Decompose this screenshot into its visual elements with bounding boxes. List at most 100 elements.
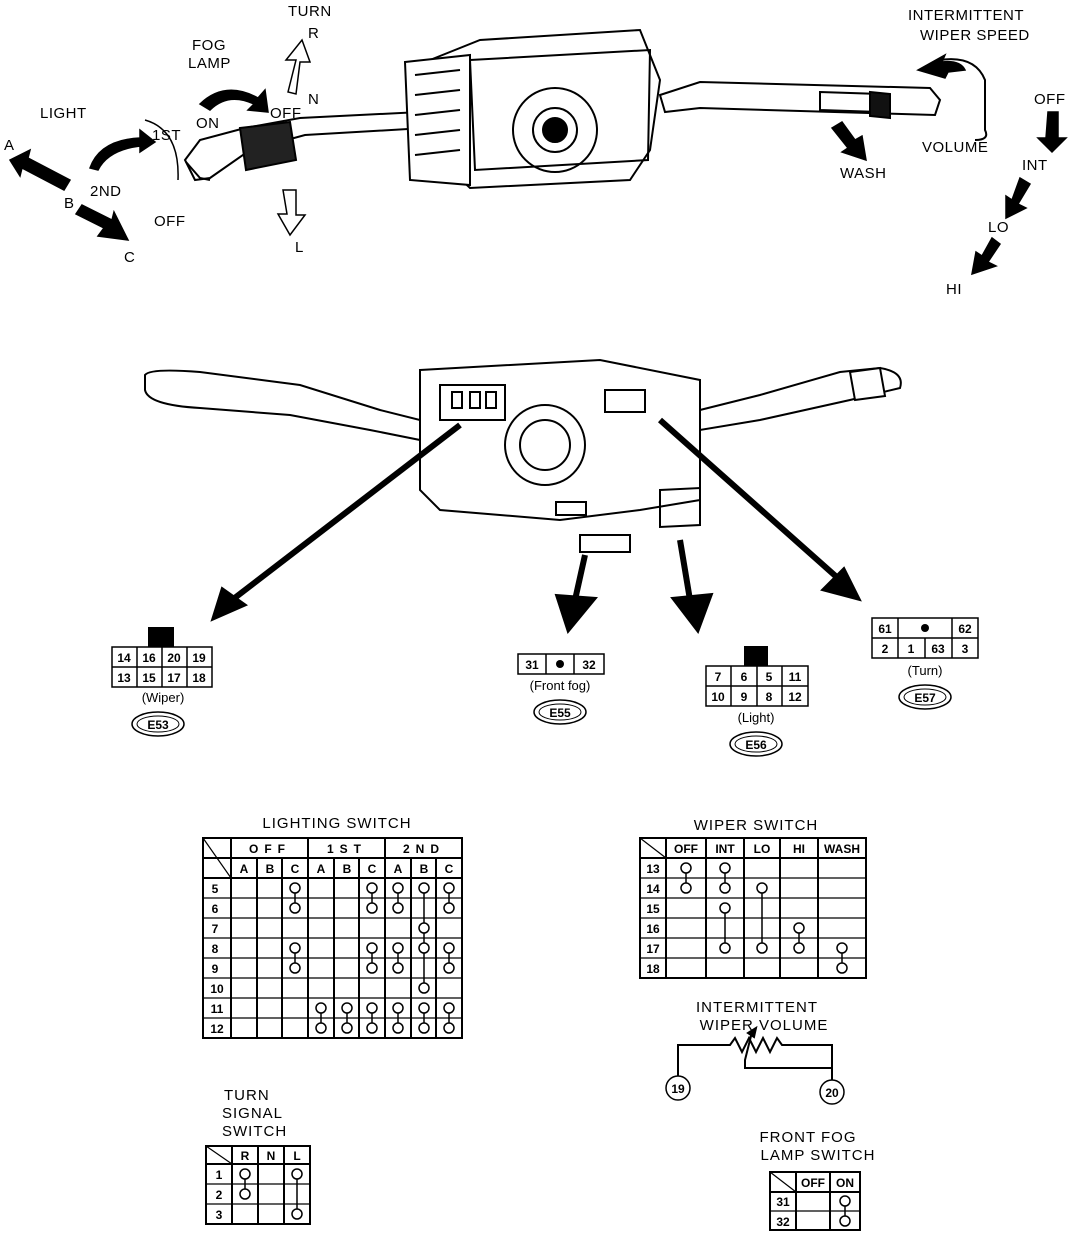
lighting-switch-title: LIGHTING SWITCH	[262, 815, 411, 832]
e56-pin: 7	[715, 670, 722, 684]
front-fog-lamp-switch-table: FRONT FOG LAMP SWITCH OFF ON 31 32	[759, 1129, 876, 1231]
terminal-19: 19	[671, 1082, 685, 1096]
label-volume: VOLUME	[922, 139, 988, 156]
turn-position: N	[267, 1149, 276, 1163]
wiper-continuity	[680, 862, 848, 974]
label-fog-off: OFF	[270, 105, 302, 122]
fog-position: ON	[836, 1176, 854, 1190]
label-fog: FOG	[192, 37, 226, 54]
lighting-switch-table: LIGHTING SWITCH OFF 1ST 2ND A	[202, 815, 463, 1039]
e53-pin: 15	[142, 671, 156, 685]
e57-pin: 2	[882, 642, 889, 656]
int-volume-title-1: INTERMITTENT	[696, 999, 818, 1016]
e53-pin: 18	[192, 671, 206, 685]
e53-pin: 16	[142, 651, 156, 665]
wiper-position: WASH	[824, 842, 860, 856]
lighting-position: A	[317, 862, 326, 876]
e56-pin: 9	[741, 690, 748, 704]
label-wiper-off: OFF	[1034, 91, 1066, 108]
lighting-terminal: 7	[212, 922, 219, 936]
lighting-position: B	[420, 862, 429, 876]
label-2nd: 2ND	[90, 183, 122, 200]
e55-pin: 32	[582, 658, 596, 672]
e53-pin: 20	[167, 651, 181, 665]
lighting-terminal: 9	[212, 962, 219, 976]
e56-pin: 11	[789, 670, 802, 684]
wiper-switch-title: WIPER SWITCH	[694, 817, 819, 834]
e57-pin: 3	[962, 642, 969, 656]
lighting-position: C	[368, 862, 377, 876]
intermittent-wiper-volume: INTERMITTENT WIPER VOLUME 19 20	[665, 999, 845, 1105]
wiper-terminal: 15	[646, 902, 660, 916]
wiper-terminal: 14	[646, 882, 660, 896]
turn-signal-title-2: SIGNAL	[222, 1105, 283, 1122]
connector-e55: 31 32 (Front fog) E55	[517, 653, 605, 725]
e56-code: E56	[745, 738, 767, 752]
turn-position: R	[241, 1149, 250, 1163]
e56-pin: 10	[711, 690, 725, 704]
wiper-position: INT	[715, 842, 735, 856]
e53-pin: 19	[192, 651, 206, 665]
movement-arrows	[8, 38, 1068, 276]
label-wiper-hi: HI	[946, 281, 962, 298]
turn-continuity	[239, 1168, 303, 1220]
label-turn-r: R	[308, 25, 319, 42]
turn-terminal: 1	[216, 1168, 223, 1182]
turn-signal-switch-table: TURN SIGNAL SWITCH R N L 1 2 3	[205, 1087, 311, 1225]
terminal-20: 20	[825, 1086, 839, 1100]
lighting-terminal: 5	[212, 882, 219, 896]
label-fog-on: ON	[196, 115, 220, 132]
lighting-terminal: 10	[210, 982, 224, 996]
turn-terminal: 2	[216, 1188, 223, 1202]
wiper-terminal: 16	[646, 922, 660, 936]
lighting-position: A	[240, 862, 249, 876]
label-pos-b: B	[64, 195, 75, 212]
connector-e57: 61 62 2 1 63 3 (Turn) E57	[871, 617, 979, 710]
top-labels: TURN R N L FOG LAMP ON OFF LIGHT 1ST 2ND…	[4, 3, 1066, 298]
e53-caption: (Wiper)	[142, 690, 185, 705]
wiper-switch-table: WIPER SWITCH OFF INT LO HI WASH 13 14 15…	[639, 817, 867, 979]
label-light: LIGHT	[40, 105, 87, 122]
int-volume-title-2: WIPER VOLUME	[700, 1017, 829, 1034]
label-intermittent: INTERMITTENT	[908, 7, 1024, 24]
lighting-group: OFF	[249, 842, 291, 856]
fog-terminal: 31	[776, 1195, 790, 1209]
lighting-terminal: 6	[212, 902, 219, 916]
lighting-position: B	[266, 862, 275, 876]
label-wash: WASH	[840, 165, 886, 182]
e57-caption: (Turn)	[908, 663, 943, 678]
e56-caption: (Light)	[738, 710, 775, 725]
fog-continuity	[839, 1195, 851, 1227]
wiper-position: LO	[754, 842, 771, 856]
e55-pin: 31	[525, 658, 539, 672]
e55-code: E55	[549, 706, 571, 720]
e56-pin: 5	[766, 670, 773, 684]
e53-code: E53	[147, 718, 169, 732]
lighting-position: B	[343, 862, 352, 876]
wiper-position: HI	[793, 842, 805, 856]
label-wiper-int: INT	[1022, 157, 1048, 174]
e57-pin: 1	[908, 642, 915, 656]
label-pos-c: C	[124, 249, 135, 266]
label-wiper-lo: LO	[988, 219, 1009, 236]
wiper-terminal: 17	[646, 942, 660, 956]
turn-signal-title-3: SWITCH	[222, 1123, 287, 1140]
label-wiper-speed: WIPER SPEED	[920, 27, 1030, 44]
wiper-terminal: 13	[646, 862, 660, 876]
label-lamp: LAMP	[188, 55, 231, 72]
e56-pin: 12	[788, 690, 802, 704]
e57-pin: 61	[878, 622, 892, 636]
lighting-position: A	[394, 862, 403, 876]
label-turn-n: N	[308, 91, 319, 108]
fog-terminal: 32	[776, 1215, 790, 1229]
lighting-group: 2ND	[403, 842, 445, 856]
e57-pin: 63	[931, 642, 945, 656]
turn-signal-title-1: TURN	[224, 1087, 270, 1104]
lighting-terminal: 12	[210, 1022, 224, 1036]
wiper-position: OFF	[674, 842, 698, 856]
fog-switch-title-2: LAMP SWITCH	[761, 1147, 876, 1164]
label-turn-l: L	[295, 239, 304, 256]
label-pos-a: A	[4, 137, 15, 154]
e53-pin: 13	[117, 671, 131, 685]
combination-switch-illustration	[183, 28, 942, 190]
